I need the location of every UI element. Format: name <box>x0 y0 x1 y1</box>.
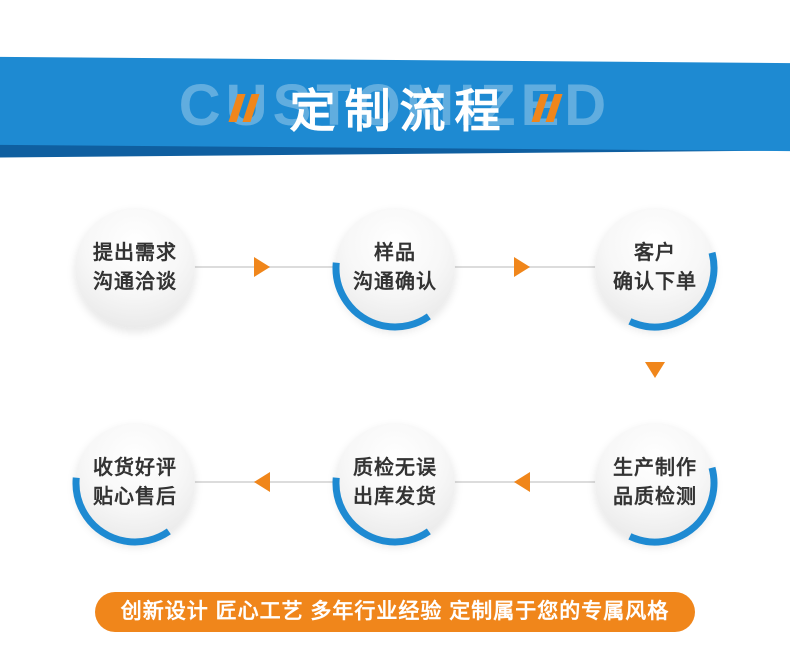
step-circle-qc-ship: 质检无误 出库发货 <box>332 420 458 546</box>
left-accent-bars-icon <box>227 94 260 122</box>
step-text: 客户 确认下单 <box>595 208 715 328</box>
step-text: 生产制作 品质检测 <box>595 423 715 543</box>
step-line-2: 贴心售后 <box>93 486 177 508</box>
banner-title-row: 定制流程 <box>0 75 790 141</box>
banner: CUSTOMIZED 定制流程 <box>0 56 790 160</box>
step-line-1: 客户 <box>634 242 676 264</box>
step-line-2: 沟通确认 <box>353 271 437 293</box>
flow-arrow-left-icon <box>514 472 530 492</box>
step-text: 样品 沟通确认 <box>335 208 455 328</box>
step-line-1: 样品 <box>374 242 416 264</box>
flow-arrow-right-icon <box>254 257 270 277</box>
step-line-1: 提出需求 <box>93 242 177 264</box>
step-line-2: 品质检测 <box>613 486 697 508</box>
right-accent-bars-icon <box>530 94 563 122</box>
flow-arrow-down-icon <box>645 362 665 378</box>
flow-arrow-right-icon <box>514 257 530 277</box>
step-line-2: 沟通洽谈 <box>93 271 177 293</box>
step-line-2: 出库发货 <box>353 486 437 508</box>
footer-slogan-banner: 创新设计 匠心工艺 多年行业经验 定制属于您的专属风格 <box>95 592 695 632</box>
flow-arrow-left-icon <box>254 472 270 492</box>
step-line-1: 收货好评 <box>93 457 177 479</box>
circle-background <box>75 208 195 328</box>
step-circle-receive-review: 收货好评 贴心售后 <box>72 420 198 546</box>
step-text: 收货好评 贴心售后 <box>75 423 195 543</box>
step-line-1: 质检无误 <box>353 457 437 479</box>
banner-content: CUSTOMIZED 定制流程 <box>0 56 790 160</box>
step-circle-customer-order: 客户 确认下单 <box>592 205 718 331</box>
step-text: 质检无误 出库发货 <box>335 423 455 543</box>
step-circle-sample-confirm: 样品 沟通确认 <box>332 205 458 331</box>
step-text: 提出需求 沟通洽谈 <box>75 208 195 328</box>
step-line-2: 确认下单 <box>613 271 697 293</box>
step-circle-propose-needs: 提出需求 沟通洽谈 <box>75 208 195 328</box>
step-line-1: 生产制作 <box>613 457 697 479</box>
step-circle-production-inspect: 生产制作 品质检测 <box>592 420 718 546</box>
page-title: 定制流程 <box>289 85 510 137</box>
